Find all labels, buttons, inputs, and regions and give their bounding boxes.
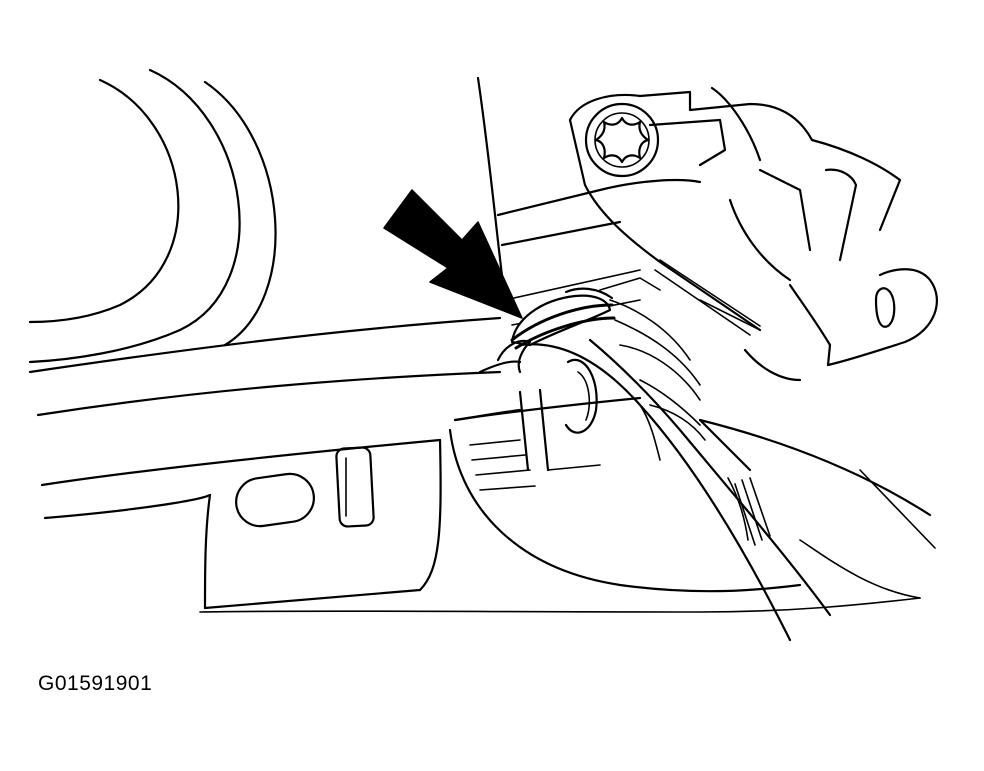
wire-bundle <box>599 277 706 441</box>
lower-bracket-panel <box>199 438 921 613</box>
harness-sleeve <box>518 338 832 642</box>
curved-tray <box>448 388 936 599</box>
panel-edges <box>28 316 522 520</box>
body-panel-curves <box>28 68 277 364</box>
figure-id-label: G01591901 <box>38 672 153 695</box>
mounting-bracket <box>568 86 938 382</box>
oval-slot <box>235 472 315 528</box>
arrow-icon <box>383 189 523 319</box>
torx-socket-icon <box>594 116 650 164</box>
narrow-slot <box>335 446 375 528</box>
grommet <box>564 359 598 434</box>
harness-clip <box>478 287 616 374</box>
torx-bolt <box>584 102 660 178</box>
bracket-hole <box>874 287 896 328</box>
